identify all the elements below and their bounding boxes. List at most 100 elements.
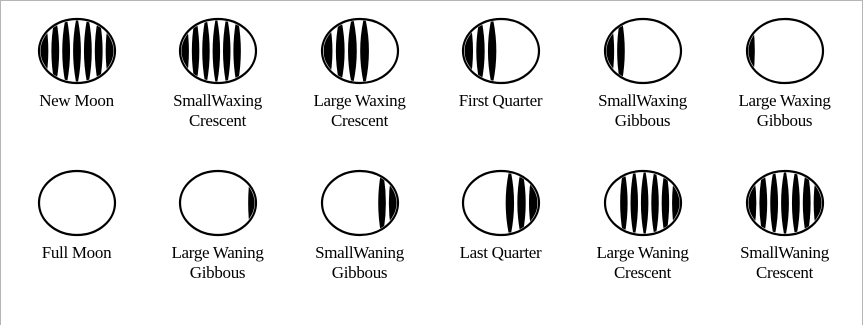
phase-label-line: Crescent — [755, 263, 814, 282]
moon-stripe — [661, 172, 669, 234]
moon-stripe — [335, 20, 345, 82]
moon-shading — [619, 172, 679, 234]
moon-shading — [377, 172, 396, 234]
first-quarter-icon — [461, 17, 540, 85]
moon-stripe — [181, 20, 189, 82]
phase-label-line: Large Waxing — [738, 91, 831, 110]
phase-label-line: Gibbous — [614, 111, 671, 130]
moon-stripe — [791, 172, 800, 234]
moon-outline — [37, 169, 116, 237]
moon-stripe — [748, 20, 755, 82]
large-waning-gibbous-icon — [178, 169, 257, 237]
moon-stripe — [606, 20, 614, 82]
phase-label-line: Crescent — [330, 111, 389, 130]
phase-full-moon: Full Moon — [4, 169, 149, 263]
moon-shading — [247, 172, 254, 234]
moon-stripe — [201, 20, 210, 82]
full-moon-icon — [37, 169, 116, 237]
phase-label-line: Large Waxing — [313, 91, 406, 110]
phase-first-quarter: First Quarter — [428, 17, 573, 111]
moon-outline — [461, 169, 540, 237]
phase-label-line: SmallWaning — [740, 243, 829, 262]
moon-stripe — [323, 20, 332, 82]
moon-stripe — [505, 172, 514, 234]
moon-outline — [320, 169, 399, 237]
moon-shading — [748, 20, 755, 82]
moon-outline — [320, 17, 399, 85]
phase-label-line: Gibbous — [189, 263, 246, 282]
new-moon-icon — [37, 17, 116, 85]
phase-last-quarter: Last Quarter — [428, 169, 573, 263]
phase-label-line: Large Waning — [596, 243, 689, 262]
moon-stripe — [72, 20, 81, 82]
phase-label: First Quarter — [428, 91, 573, 111]
moon-stripe — [377, 172, 386, 234]
moon-stripe — [475, 20, 485, 82]
moon-stripe — [50, 20, 59, 82]
moon-stripe — [780, 172, 789, 234]
moon-outline — [178, 169, 257, 237]
moon-stripe — [222, 20, 230, 82]
moon-stripe — [94, 20, 103, 82]
small-waning-gibbous-icon — [320, 169, 399, 237]
moon-outline — [178, 17, 257, 85]
phase-label-line: SmallWaning — [315, 243, 404, 262]
moon-stripe — [61, 20, 70, 82]
large-waxing-crescent-icon — [320, 17, 399, 85]
phase-label-line: New Moon — [39, 91, 114, 110]
phase-label: Last Quarter — [428, 243, 573, 263]
phase-label: Full Moon — [4, 243, 149, 263]
moon-stripe — [516, 172, 526, 234]
phase-label-line: Gibbous — [331, 263, 388, 282]
moon-shading — [505, 172, 537, 234]
small-waxing-gibbous-icon — [603, 17, 682, 85]
small-waxing-crescent-icon — [178, 17, 257, 85]
small-waning-crescent-icon — [745, 169, 824, 237]
phase-label-line: SmallWaxing — [173, 91, 262, 110]
phase-label-line: Crescent — [613, 263, 672, 282]
moon-stripe — [640, 172, 648, 234]
phase-label: New Moon — [4, 91, 149, 111]
moon-stripe — [359, 20, 369, 82]
moon-shading — [181, 20, 241, 82]
phase-label-line: Large Waning — [171, 243, 264, 262]
moon-stripe — [748, 172, 756, 234]
moon-outline — [37, 17, 116, 85]
moon-outline — [461, 17, 540, 85]
phase-label-line: Gibbous — [756, 111, 813, 130]
phase-label-line: Full Moon — [41, 243, 112, 262]
moon-stripe — [528, 172, 537, 234]
moon-stripe — [347, 20, 357, 82]
moon-stripe — [247, 172, 254, 234]
moon-stripe — [616, 20, 625, 82]
moon-stripe — [212, 20, 220, 82]
phase-label-line: SmallWaxing — [598, 91, 687, 110]
moon-outline — [603, 169, 682, 237]
moon-stripe — [650, 172, 659, 234]
moon-stripe — [813, 172, 821, 234]
moon-stripe — [40, 20, 48, 82]
moon-outline — [603, 17, 682, 85]
moon-stripe — [671, 172, 679, 234]
large-waxing-gibbous-icon — [745, 17, 824, 85]
moon-stripe — [388, 172, 396, 234]
moon-stripe — [105, 20, 113, 82]
moon-stripe — [758, 172, 767, 234]
moon-outline — [745, 169, 824, 237]
moon-stripe — [769, 172, 778, 234]
phase-label-line: Crescent — [188, 111, 247, 130]
